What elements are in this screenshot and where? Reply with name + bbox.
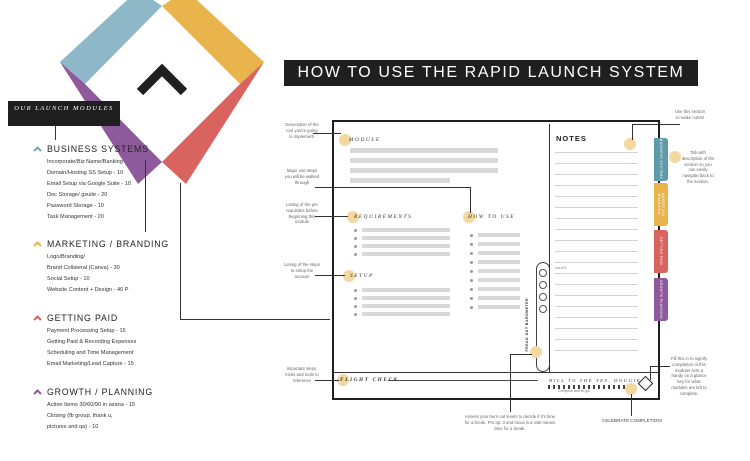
section-title: GETTING PAID <box>47 313 119 323</box>
annotation-important: Important steps, tricks and tools to ref… <box>285 366 319 383</box>
section-business-systems: BUSINESS SYSTEMS Incorporate/Biz Name/Ba… <box>33 144 213 223</box>
annotation-major-steps: Major use steps you will be walked throu… <box>284 168 320 185</box>
list-item: Social Setup - 10 <box>47 276 90 282</box>
module-marker <box>339 134 351 146</box>
notes-divider <box>549 124 550 372</box>
list-item: pictures and qa) - 10 <box>47 424 99 430</box>
requirements-list <box>354 228 454 256</box>
setup-label: SETUP <box>350 273 374 279</box>
chevron-blue-icon <box>33 146 42 152</box>
list-item: Email Marketing/Lead Capture - 15 <box>47 361 134 367</box>
annotation-listing-steps: Listing of the steps to setup the accoun… <box>284 262 320 279</box>
tab-marketing-branding[interactable]: MARKETING BRANDING <box>654 183 668 226</box>
flight-check-marker <box>337 374 349 386</box>
list-item: Email Setup via Google Suite - 10 <box>47 181 131 187</box>
meter-label: FREAK OUT BAROMETER <box>525 298 529 352</box>
barometer-marker <box>530 346 542 358</box>
annotation-assess: Assess your burn out levels to decide if… <box>464 414 556 431</box>
list-item: Domain/Hosting SS Setup - 10 <box>47 170 124 176</box>
annotation-tab-desc: Tab with description of the section so y… <box>681 150 715 184</box>
section-growth-planning: GROWTH / PLANNING Action Items 30/60/90 … <box>33 387 213 433</box>
requirements-marker <box>347 211 359 223</box>
placeholder-bar <box>350 148 498 153</box>
list-item: Brand Collateral (Canva) - 30 <box>47 265 120 271</box>
hill-label: HILL TO THE YES, DOUGIE <box>549 378 642 383</box>
list-item: Password Storage - 10 <box>47 203 104 209</box>
section-title: MARKETING / BRANDING <box>47 239 170 249</box>
chevron-purple-icon <box>33 389 42 395</box>
annotation-fill-this: Fill this in to signify completion of th… <box>670 356 708 396</box>
list-item: Scheduling and Time Management <box>47 350 134 356</box>
page-title: HOW TO USE THE RAPID LAUNCH SYSTEM <box>284 60 698 86</box>
notes-lines <box>555 152 638 351</box>
setup-list <box>354 288 454 316</box>
tab-business-systems[interactable]: BUSINESS SYSTEMS <box>654 138 668 181</box>
module-label: MODULE <box>349 137 381 143</box>
section-marketing-branding: MARKETING / BRANDING Logo/Branding/ Bran… <box>33 239 213 296</box>
completion-marker <box>625 383 637 395</box>
diamond-blue-edge <box>60 0 162 84</box>
list-item: Incorporate/Biz Name/Banking <box>47 159 123 165</box>
modules-tag: OUR LAUNCH MODULES <box>8 101 120 126</box>
placeholder-bar <box>350 158 498 163</box>
requirements-label: REQUIREMENTS <box>354 214 413 220</box>
notes-marker <box>624 138 636 150</box>
annotation-celebrate: CELEBRATE COMPLETION! <box>602 418 662 423</box>
section-title: BUSINESS SYSTEMS <box>47 144 149 154</box>
annotation-listing-req: Listing of the pre requisites before beg… <box>286 202 318 225</box>
setup-marker <box>343 270 355 282</box>
tab-getting-paid[interactable]: GETTING PAID <box>654 230 668 273</box>
how-to-use-list <box>470 233 530 309</box>
meter-value: out of 5 <box>555 266 567 270</box>
list-item: Doc Storage/ gsuite - 20 <box>47 192 108 198</box>
list-item: Getting Paid & Recording Expenses <box>47 339 137 345</box>
footer-divider <box>334 372 658 373</box>
how-to-use-label: HOW TO USE <box>468 214 516 220</box>
list-item: Closing (fb group, thank u, <box>47 413 113 419</box>
list-item: Action Items 30/60/90 in asana - 15 <box>47 402 136 408</box>
list-item: Logo/Branding/ <box>47 254 85 260</box>
chevron-up-icon <box>136 63 188 96</box>
annotation-module-desc: Description of the tool you're going to … <box>285 122 319 139</box>
placeholder-bar <box>350 178 450 183</box>
flight-check-line <box>388 380 538 381</box>
tab-growth-planning[interactable]: GROWTH PLANNING <box>654 278 668 321</box>
annotation-notes-section: Use this section to make notes! <box>674 109 706 120</box>
section-title: GROWTH / PLANNING <box>47 387 153 397</box>
hill-sub: Complete and let go! <box>558 389 591 393</box>
hill-arrows <box>548 385 628 389</box>
chevron-yellow-icon <box>33 241 42 247</box>
chevron-red-icon <box>33 315 42 321</box>
list-item: Website Content + Design - 40 P <box>47 287 129 293</box>
diamond-red-edge <box>162 62 264 184</box>
how-to-use-marker <box>463 211 475 223</box>
placeholder-bar <box>350 168 498 173</box>
diamond-yellow-edge <box>162 0 264 84</box>
tab-marker <box>669 151 681 163</box>
section-getting-paid: GETTING PAID Payment Processing Setup - … <box>33 313 213 370</box>
list-item: Payment Processing Setup - 15 <box>47 328 126 334</box>
notes-title: NOTES <box>556 134 587 143</box>
list-item: Task Management - 20 <box>47 214 104 220</box>
flight-check-label: FLIGHT CHECK <box>340 377 399 383</box>
